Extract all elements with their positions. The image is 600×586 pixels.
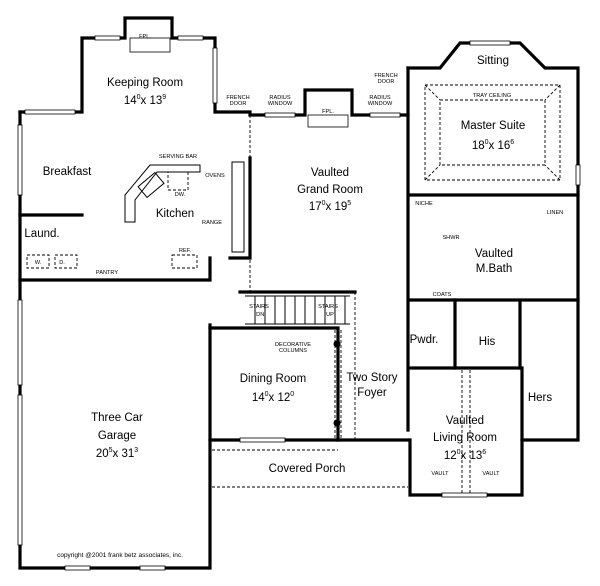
svg-text:FPL.: FPL. <box>322 109 334 115</box>
svg-text:OVENS: OVENS <box>205 173 225 179</box>
room-garage: Three Car Garage 205x 313 <box>91 412 143 460</box>
room-keeping: Keeping Room 140x 139 <box>107 77 183 107</box>
room-dining: Dining Room 140x 120 <box>240 373 306 404</box>
dashed-lines <box>212 84 561 495</box>
room-his-closet: His <box>479 336 496 348</box>
windows <box>17 35 581 571</box>
svg-text:Living Room: Living Room <box>433 432 497 444</box>
svg-text:Vaulted: Vaulted <box>475 248 513 260</box>
walls <box>18 16 580 570</box>
svg-text:Foyer: Foyer <box>357 387 387 399</box>
svg-text:VAULT: VAULT <box>482 471 500 477</box>
room-master: Master Suite 180x 166 <box>461 120 526 152</box>
stairs <box>245 295 350 325</box>
room-hers-closet: Hers <box>528 392 553 404</box>
svg-text:M.Bath: M.Bath <box>476 263 512 275</box>
svg-text:TRAY CEILING: TRAY CEILING <box>473 93 511 99</box>
svg-text:Vaulted: Vaulted <box>446 415 484 427</box>
svg-text:W.: W. <box>35 260 42 266</box>
svg-text:DOOR: DOOR <box>230 101 247 107</box>
svg-text:UP: UP <box>326 312 334 318</box>
room-dimensions: 140x 139 <box>124 94 166 107</box>
svg-text:Dining Room: Dining Room <box>240 373 306 385</box>
svg-text:D.: D. <box>59 260 65 266</box>
svg-text:STAIRS: STAIRS <box>318 304 338 310</box>
svg-text:COATS: COATS <box>433 292 452 298</box>
svg-text:WINDOW: WINDOW <box>268 101 293 107</box>
decorative-columns <box>333 340 341 427</box>
svg-text:RADIUS: RADIUS <box>369 95 390 101</box>
room-living: Vaulted Living Room 120x 136 <box>433 415 497 462</box>
svg-text:SERVING BAR: SERVING BAR <box>159 154 197 160</box>
room-breakfast: Breakfast <box>43 166 92 178</box>
kitchen-island <box>26 161 245 269</box>
svg-text:Vaulted: Vaulted <box>311 167 349 179</box>
svg-text:FRENCH: FRENCH <box>374 73 397 79</box>
svg-text:VAULT: VAULT <box>431 471 449 477</box>
svg-text:REF.: REF. <box>179 248 192 254</box>
svg-text:RANGE: RANGE <box>202 220 222 226</box>
svg-text:170x 195: 170x 195 <box>309 200 351 213</box>
svg-text:120x 136: 120x 136 <box>444 449 486 462</box>
svg-text:WINDOW: WINDOW <box>368 101 393 107</box>
room-kitchen: Kitchen <box>156 208 194 220</box>
annotations: FPL. FPL. SERVING BAR OVENS DW. RANGE RE… <box>35 34 564 477</box>
room-porch: Covered Porch <box>269 463 346 475</box>
svg-text:Three Car: Three Car <box>91 412 143 424</box>
svg-text:STAIRS: STAIRS <box>249 304 269 310</box>
svg-text:FRENCH: FRENCH <box>226 95 249 101</box>
svg-text:COLUMNS: COLUMNS <box>279 348 307 354</box>
room-master-bath: Vaulted M.Bath <box>475 248 513 275</box>
svg-text:NICHE: NICHE <box>415 201 433 207</box>
svg-text:SHWR: SHWR <box>442 235 459 241</box>
svg-text:Garage: Garage <box>98 430 136 442</box>
room-foyer: Two Story Foyer <box>346 372 397 399</box>
svg-text:140x 120: 140x 120 <box>252 391 294 404</box>
svg-text:205x 313: 205x 313 <box>96 447 138 460</box>
room-laundry: Laund. <box>24 228 59 240</box>
svg-text:DW.: DW. <box>175 192 186 198</box>
room-grand: Vaulted Grand Room 170x 195 <box>297 167 363 213</box>
svg-text:DECORATIVE: DECORATIVE <box>275 342 311 348</box>
svg-text:PANTRY: PANTRY <box>96 270 118 276</box>
room-powder: Pwdr. <box>410 334 439 346</box>
svg-text:DOOR: DOOR <box>378 79 395 85</box>
svg-text:LINEN: LINEN <box>547 210 563 216</box>
svg-text:Master Suite: Master Suite <box>461 120 526 132</box>
copyright-notice: copyright @2001 frank betz associates, i… <box>57 552 183 559</box>
svg-text:180x 166: 180x 166 <box>472 139 514 152</box>
svg-text:FPL.: FPL. <box>139 34 151 40</box>
svg-text:Two Story: Two Story <box>346 372 397 384</box>
room-name: Keeping Room <box>107 77 183 89</box>
svg-text:RADIUS: RADIUS <box>269 95 290 101</box>
svg-text:Grand Room: Grand Room <box>297 184 363 196</box>
svg-text:DN.: DN. <box>256 312 266 318</box>
room-sitting: Sitting <box>477 55 509 67</box>
